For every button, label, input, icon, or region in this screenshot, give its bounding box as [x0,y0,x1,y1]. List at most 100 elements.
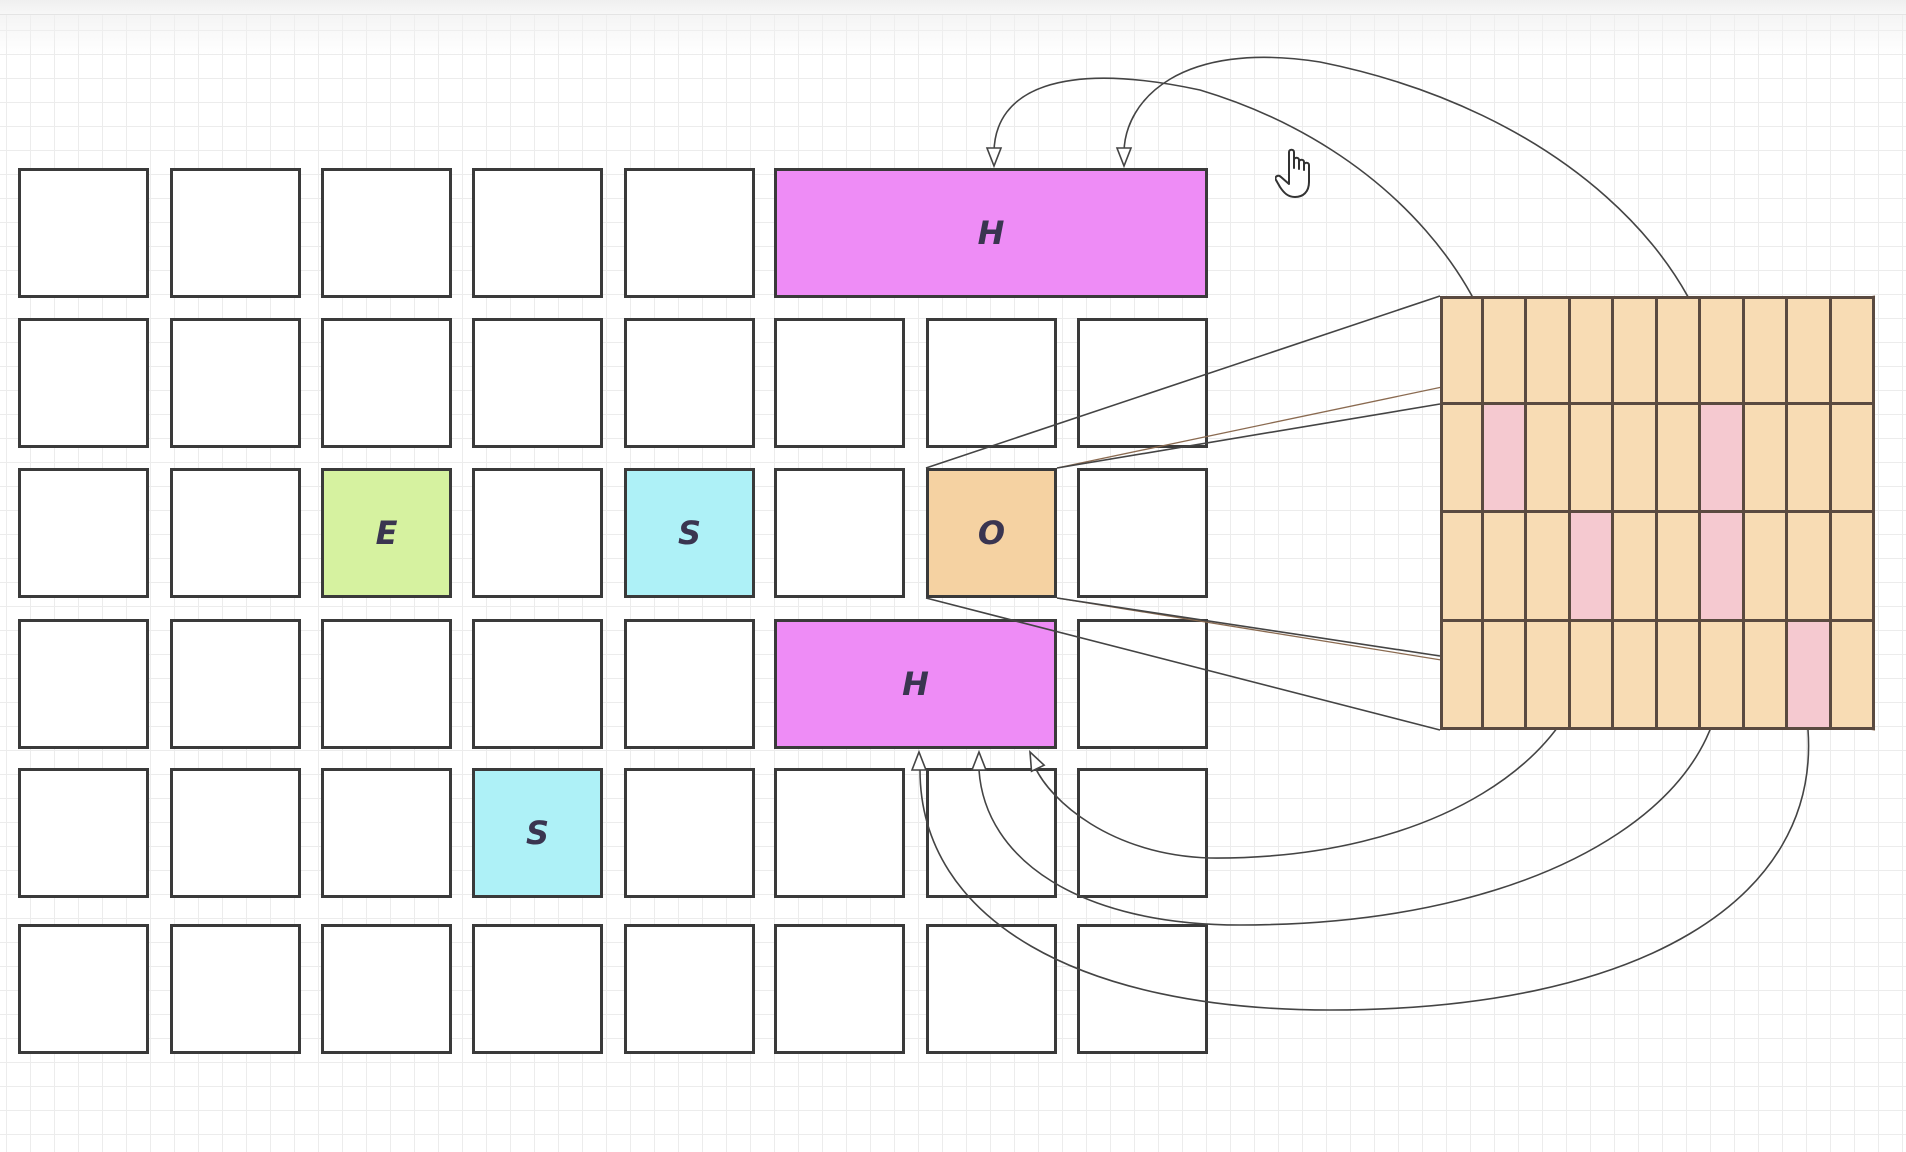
grid-cell[interactable] [774,468,905,598]
table-cell[interactable] [1744,621,1788,730]
table-cell[interactable] [1440,513,1484,622]
block-s-low[interactable]: S [472,768,603,898]
block-h-top[interactable]: H [774,168,1208,298]
table-cell[interactable] [1788,296,1832,405]
table-cell-highlighted[interactable] [1701,404,1745,513]
hand-pointer-icon [1275,148,1310,198]
grid-cell[interactable] [1077,468,1208,598]
table-cell[interactable] [1831,296,1875,405]
grid-cell[interactable] [624,168,755,298]
table-cell[interactable] [1831,513,1875,622]
grid-cell[interactable] [18,924,149,1054]
grid-cell[interactable] [18,318,149,448]
table-cell[interactable] [1657,621,1701,730]
table-cell[interactable] [1527,404,1571,513]
table-cell[interactable] [1744,513,1788,622]
grid-cell[interactable] [624,768,755,898]
block-label: H [902,665,929,703]
grid-cell[interactable] [472,468,603,598]
grid-cell[interactable] [321,924,452,1054]
grid-cell[interactable] [321,168,452,298]
block-h-bottom[interactable]: H [774,619,1057,749]
table-cell[interactable] [1570,404,1614,513]
projection-line [1056,403,1441,469]
table-cell[interactable] [1483,296,1527,405]
table-cell[interactable] [1744,296,1788,405]
table-cell-highlighted[interactable] [1788,621,1832,730]
grid-cell[interactable] [1077,619,1208,749]
table-cell[interactable] [1701,621,1745,730]
connector-arc [978,627,1723,926]
grid-cell[interactable] [1077,768,1208,898]
grid-cell[interactable] [472,168,603,298]
grid-cell[interactable] [472,619,603,749]
connector-arc [993,77,1507,405]
table-cell[interactable] [1657,296,1701,405]
window-top-bar [0,0,1906,15]
block-label: S [525,814,550,852]
grid-cell[interactable] [926,924,1057,1054]
grid-cell[interactable] [774,768,905,898]
grid-cell[interactable] [321,318,452,448]
table-cell[interactable] [1788,404,1832,513]
grid-cell[interactable] [18,468,149,598]
arrow-head-icon [1029,750,1046,773]
grid-cell[interactable] [170,924,301,1054]
grid-cell[interactable] [624,619,755,749]
grid-cell[interactable] [321,619,452,749]
projection-line [1056,597,1441,657]
table-cell-highlighted[interactable] [1570,513,1614,622]
table-cell[interactable] [1527,513,1571,622]
block-label: H [977,214,1005,252]
table-cell-highlighted[interactable] [1483,404,1527,513]
table-cell[interactable] [1570,296,1614,405]
table-cell[interactable] [1614,404,1658,513]
grid-cell[interactable] [170,619,301,749]
grid-cell[interactable] [18,168,149,298]
grid-cell[interactable] [774,318,905,448]
table-cell[interactable] [1831,404,1875,513]
grid-cell[interactable] [926,768,1057,898]
table-cell[interactable] [1440,296,1484,405]
grid-cell[interactable] [1077,318,1208,448]
grid-cell[interactable] [472,924,603,1054]
grid-cell[interactable] [472,318,603,448]
block-label: E [375,514,398,552]
table-cell[interactable] [1657,404,1701,513]
table-cell[interactable] [1483,621,1527,730]
block-label: S [677,514,702,552]
connector-arc [1123,56,1723,405]
grid-cell[interactable] [624,924,755,1054]
table-cell[interactable] [1614,296,1658,405]
block-s-mid[interactable]: S [624,468,755,598]
block-e[interactable]: E [321,468,452,598]
grid-cell[interactable] [774,924,905,1054]
arrow-head-icon [970,749,988,771]
table-cell[interactable] [1657,513,1701,622]
arrow-head-icon [985,147,1003,169]
table-cell[interactable] [1570,621,1614,730]
table-cell[interactable] [1440,621,1484,730]
table-cell[interactable] [1701,296,1745,405]
grid-cell[interactable] [170,768,301,898]
grid-cell[interactable] [18,619,149,749]
table-cell[interactable] [1527,296,1571,405]
grid-cell[interactable] [321,768,452,898]
table-cell[interactable] [1744,404,1788,513]
table-cell[interactable] [1831,621,1875,730]
grid-cell[interactable] [170,318,301,448]
grid-cell[interactable] [170,168,301,298]
top-shadow [0,15,1906,55]
block-o[interactable]: O [926,468,1057,598]
grid-cell[interactable] [624,318,755,448]
grid-cell[interactable] [170,468,301,598]
projection-line [925,597,1441,731]
table-cell[interactable] [1527,621,1571,730]
table-cell[interactable] [1614,621,1658,730]
table-cell[interactable] [1440,404,1484,513]
grid-cell[interactable] [18,768,149,898]
table-cell[interactable] [1483,513,1527,622]
table-cell[interactable] [1788,513,1832,622]
table-cell-highlighted[interactable] [1701,513,1745,622]
table-cell[interactable] [1614,513,1658,622]
